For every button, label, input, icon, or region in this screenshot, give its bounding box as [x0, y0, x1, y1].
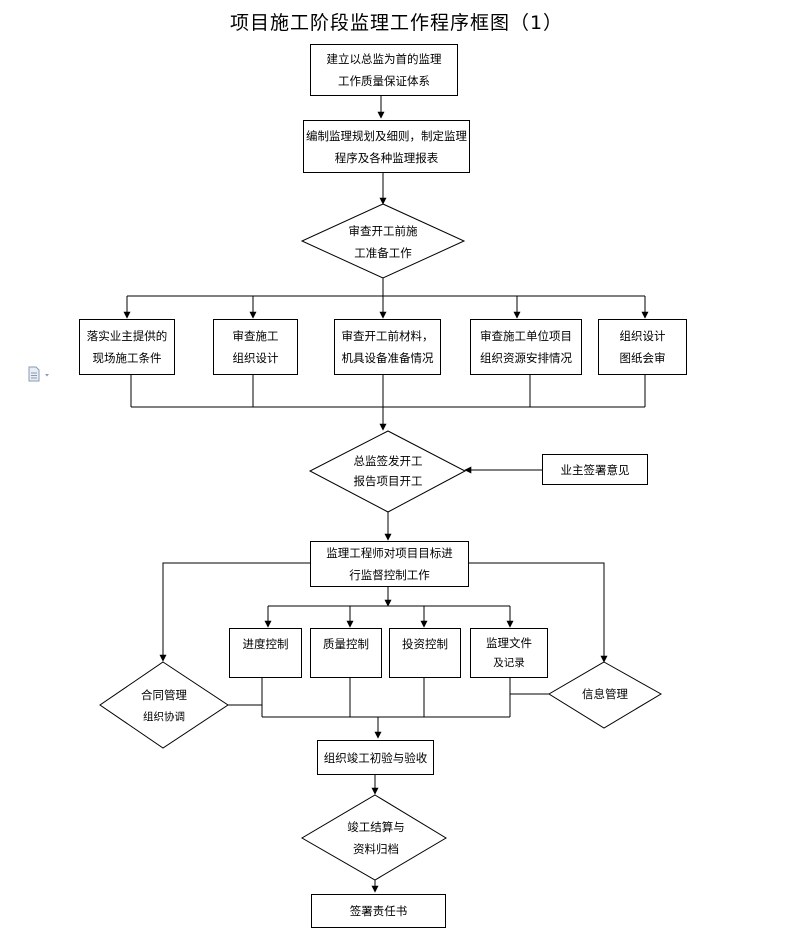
node-c1-line2: 现场施工条件	[92, 351, 162, 365]
diagram-title: 项目施工阶段监理工作程序框图（1）	[229, 12, 564, 34]
node-d1-line2: 工准备工作	[354, 246, 412, 260]
arrow-n3-d3	[159, 562, 310, 662]
node-d1-text: 审查开工前施 工准备工作	[322, 220, 444, 264]
node-n2: 编制监理规划及细则，制定监理 程序及各种监理报表	[303, 120, 470, 173]
node-d2-line1: 总监签发开工	[353, 454, 423, 468]
node-c4: 审查施工单位项目 组织资源安排情况	[470, 319, 582, 375]
node-c2: 审查施工 组织设计	[213, 319, 298, 375]
node-c4-line1: 审查施工单位项目	[480, 329, 572, 343]
node-d5-line2: 资料归档	[353, 842, 399, 856]
node-n2-line2: 程序及各种监理报表	[334, 150, 439, 165]
diamond-d2	[308, 430, 467, 513]
node-n3-line2: 行监督控制工作	[349, 568, 430, 582]
node-e2-line1: 质量控制	[323, 637, 369, 651]
node-n5: 签署责任书	[311, 894, 446, 928]
node-n1-line2: 工作质量保证体系	[338, 74, 430, 88]
node-e1-line1: 进度控制	[242, 637, 289, 651]
node-d2-text: 总监签发开工 报告项目开工	[330, 451, 446, 491]
node-d3-line2: 组织协调	[143, 711, 185, 723]
node-e2: 质量控制	[310, 628, 382, 678]
node-d5-text: 竣工结算与 资料归档	[322, 816, 430, 860]
node-n2-line1: 编制监理规划及细则，制定监理	[306, 128, 467, 143]
node-n5-line1: 签署责任书	[349, 904, 408, 918]
node-d1-line1: 审查开工前施	[348, 224, 418, 238]
node-c1-line1: 落实业主提供的	[86, 329, 168, 343]
node-c1: 落实业主提供的 现场施工条件	[79, 319, 175, 375]
node-owner: 业主签署意见	[542, 454, 648, 485]
node-c5-line1: 组织设计	[619, 329, 666, 343]
node-n4-line1: 组织竣工初验与验收	[323, 750, 428, 765]
diamond-d1	[300, 203, 466, 279]
arrow-n3-d4	[468, 562, 608, 663]
node-c3: 审查开工前材料， 机具设备准备情况	[334, 319, 441, 375]
node-d4-line1: 信息管理	[582, 687, 628, 701]
node-n1: 建立以总监为首的监理 工作质量保证体系	[310, 44, 458, 96]
node-e1: 进度控制	[229, 628, 302, 678]
node-c2-line2: 组织设计	[232, 351, 279, 365]
node-e4-line1: 监理文件	[486, 636, 532, 650]
node-n4: 组织竣工初验与验收	[317, 740, 434, 775]
node-e4-line2: 及记录	[493, 657, 525, 669]
node-d4-text: 信息管理	[565, 683, 645, 705]
node-c3-line1: 审查开工前材料，	[341, 329, 434, 343]
node-n1-line1: 建立以总监为首的监理	[326, 52, 442, 66]
node-c4-line2: 组织资源安排情况	[480, 351, 572, 365]
node-c5-line2: 图纸会审	[619, 351, 666, 365]
node-c2-line1: 审查施工	[232, 329, 279, 343]
node-d3-line1: 合同管理	[141, 688, 187, 702]
node-c5: 组织设计 图纸会审	[598, 319, 687, 375]
node-n3: 监理工程师对项目目标进 行监督控制工作	[310, 541, 469, 587]
node-e3: 投资控制	[389, 628, 461, 678]
node-d5-line1: 竣工结算与	[347, 820, 405, 834]
node-e3-line1: 投资控制	[402, 637, 448, 651]
node-n3-line1: 监理工程师对项目目标进	[326, 546, 453, 560]
node-e4: 监理文件 及记录	[470, 628, 548, 678]
node-c3-line2: 机具设备准备情况	[341, 351, 434, 365]
diamond-d3	[99, 661, 229, 749]
diamond-d5	[301, 794, 447, 881]
document-icon[interactable]	[28, 366, 54, 382]
node-owner-line1: 业主签署意见	[560, 462, 630, 477]
node-d3-text: 合同管理 组织协调	[118, 685, 210, 727]
node-d2-line2: 报告项目开工	[353, 474, 423, 488]
diamond-d4	[548, 661, 662, 729]
